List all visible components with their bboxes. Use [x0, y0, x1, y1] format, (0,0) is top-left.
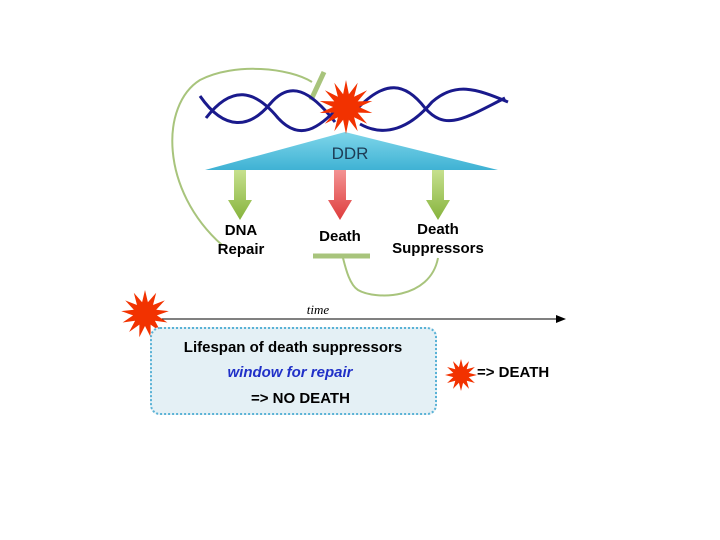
- timeline-damage-star-icon: [121, 290, 169, 338]
- timeline-arrowhead: [556, 315, 566, 323]
- ddr-label: DDR: [331, 144, 369, 163]
- time-label: time: [306, 302, 330, 317]
- repair-window-box: [150, 327, 437, 415]
- lifespan-label: Lifespan of death suppressors: [183, 339, 403, 356]
- dna-damage-star-icon: [319, 80, 373, 134]
- dna-repair-label-line2: Repair: [217, 241, 265, 258]
- dna-strand: [198, 86, 509, 133]
- ddr-triangle: [205, 132, 498, 170]
- death-suppressors-label: Death Suppressors: [386, 220, 490, 258]
- repair-inhibition-bar: [308, 70, 327, 102]
- death-arrow: [328, 170, 352, 220]
- repair-loop-line: [171, 67, 313, 246]
- dna-repair-label: DNA Repair: [208, 221, 274, 259]
- death-star-icon: [445, 359, 477, 391]
- feedback-loop-line: [342, 257, 439, 297]
- death-suppressors-label-line1: Death: [417, 221, 459, 238]
- dna-repair-arrow: [228, 170, 252, 220]
- death-suppressors-label-line2: Suppressors: [392, 240, 484, 257]
- no-death-label: => NO DEATH: [251, 390, 350, 407]
- death-outcome-label: => DEATH: [477, 364, 550, 381]
- death-suppressors-arrow: [426, 170, 450, 220]
- window-for-repair-label: window for repair: [227, 364, 353, 381]
- death-label: Death: [319, 228, 361, 245]
- dna-repair-label-line1: DNA: [224, 222, 258, 239]
